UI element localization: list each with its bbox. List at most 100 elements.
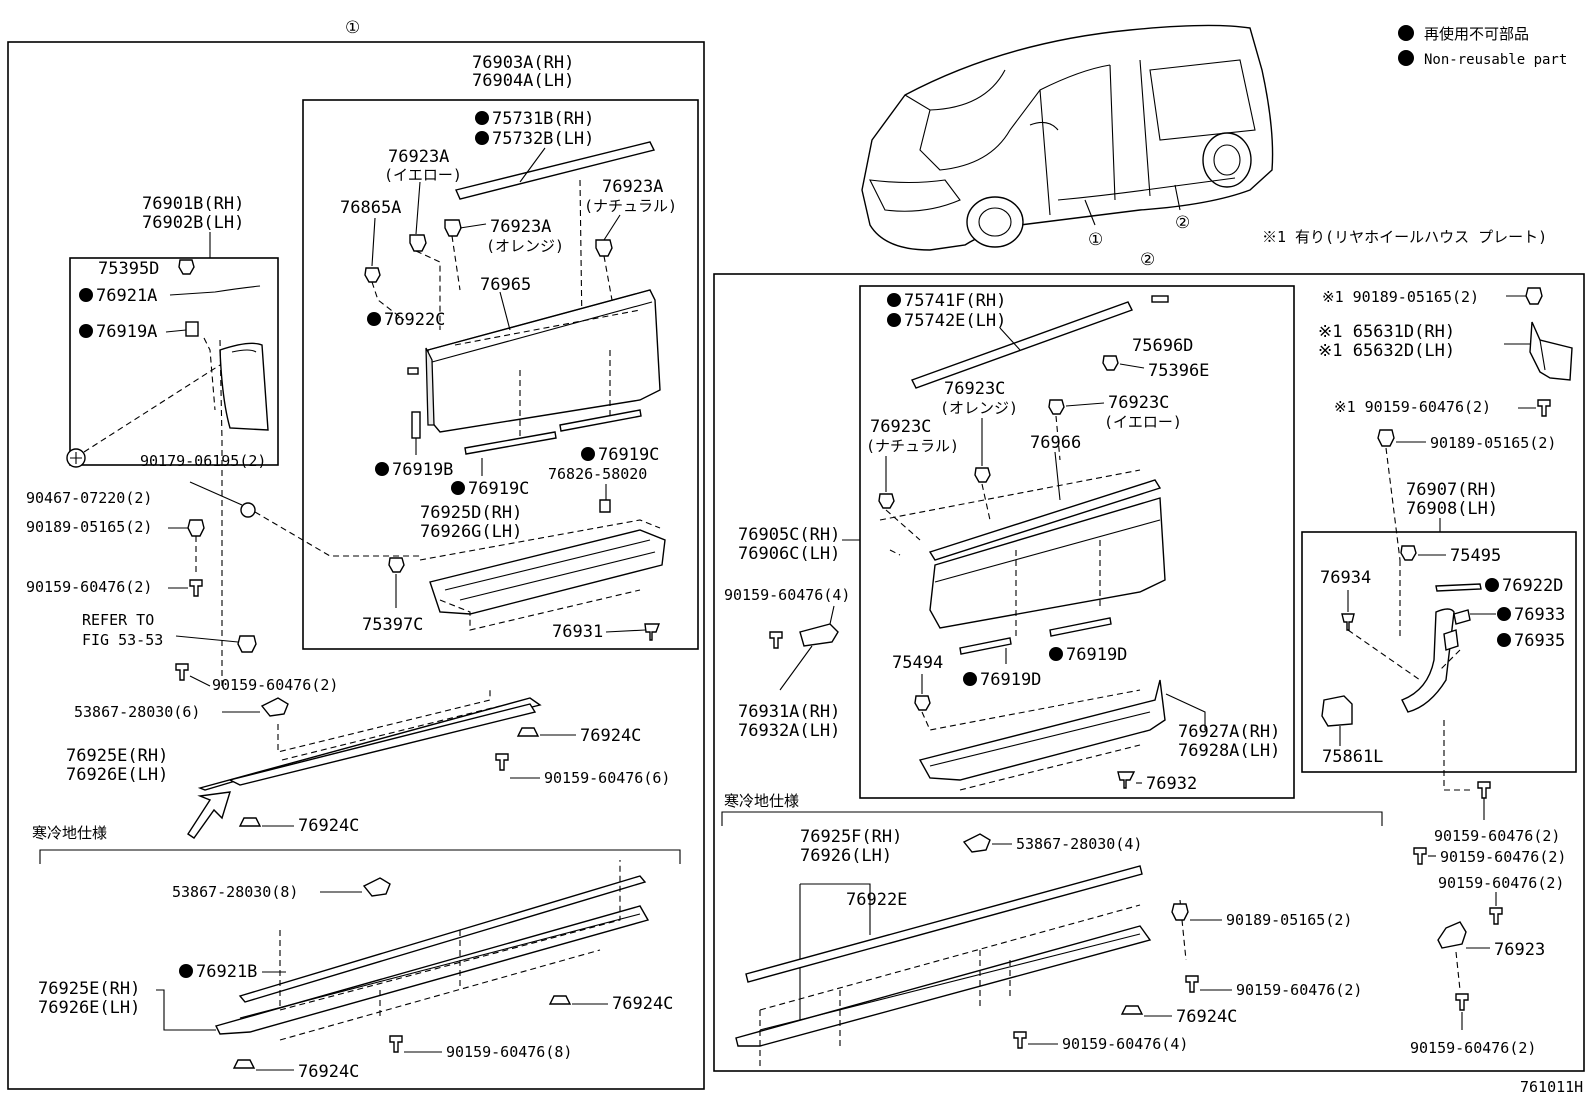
label-r75495: 75495 (1450, 546, 1501, 566)
label-90189-2: 90189-05165(2) (1226, 911, 1352, 929)
cold-spec-right: 寒冷地仕様 (724, 792, 799, 810)
label-76919C-1: 76919C (468, 479, 529, 499)
group1-frame (7, 41, 705, 1090)
label-90159-d: 90159-60476(8) (446, 1043, 572, 1061)
color-yellow-2: (イエロー) (1104, 413, 1182, 431)
legend-jp: 再使用不可部品 (1424, 25, 1529, 43)
label-76928A: 76928A(LH) (1178, 741, 1280, 761)
label-76926E-b: 76926E(LH) (38, 998, 140, 1018)
label-76925E-a: 76925E(RH) (66, 746, 168, 766)
label-76923C-orange: 76923C (944, 379, 1005, 399)
vehicle-illustration: ① ② (861, 24, 1274, 251)
refer-to: REFER TO (82, 611, 154, 629)
label-76923A-natural: 76923A (602, 177, 663, 197)
label-r75861L: 75861L (1322, 747, 1383, 767)
note-rear-plate: ※1 有り(リヤホイールハウス プレート) (1262, 228, 1547, 246)
label-76919B: 76919B (392, 460, 453, 480)
label-76922E: 76922E (846, 890, 907, 910)
label-76923A-orange: 76923A (490, 217, 551, 237)
label-76922C: 76922C (384, 310, 445, 330)
label-75741F: 75741F(RH) (904, 291, 1006, 311)
label-76919D-2: 76919D (1066, 645, 1127, 665)
label-r65631D: ※1 65631D(RH) (1318, 322, 1455, 342)
label-53867-a: 53867-28030(6) (74, 703, 200, 721)
label-76923C-yellow: 76923C (1108, 393, 1169, 413)
label-76923A-yellow: 76923A (388, 147, 449, 167)
color-natural: (ナチュラル) (584, 197, 677, 215)
label-76925F: 76925F(RH) (800, 827, 902, 847)
label-53867-c: 53867-28030(4) (1016, 835, 1142, 853)
legend: 再使用不可部品 Non-reusable part (1398, 25, 1567, 68)
label-r76922D: 76922D (1502, 576, 1563, 596)
label-76904A: 76904A(LH) (472, 71, 574, 91)
refer-fig: FIG 53-53 (82, 631, 163, 649)
group1-callout: ① (345, 18, 360, 38)
car-callout-two: ② (1175, 213, 1190, 233)
label-76826: 76826-58020 (548, 465, 647, 483)
label-r90159-a: ※1 90159-60476(2) (1334, 398, 1491, 416)
label-76919D-1: 76919D (980, 670, 1041, 690)
label-76924C-a: 76924C (580, 726, 641, 746)
label-76926E-a: 76926E(LH) (66, 765, 168, 785)
group2-callout: ② (1140, 250, 1155, 270)
label-76924C-e: 76924C (1176, 1007, 1237, 1027)
label-76966: 76966 (1030, 433, 1081, 453)
label-r90189-b: 90189-05165(2) (1430, 434, 1556, 452)
label-76905C: 76905C(RH) (738, 525, 840, 545)
group2-frame (713, 273, 1585, 1072)
label-76926G: 76926G(LH) (420, 522, 522, 542)
label-76903A: 76903A(RH) (472, 53, 574, 73)
label-76965: 76965 (480, 275, 531, 295)
label-r65632D: ※1 65632D(LH) (1318, 341, 1455, 361)
label-r90159-b: 90159-60476(2) (1434, 827, 1560, 845)
label-90159-2a: 90159-60476(4) (724, 586, 850, 604)
non-reusable-dot-icon (1398, 50, 1414, 66)
color-yellow: (イエロー) (384, 166, 462, 184)
non-reusable-dot-icon (1398, 25, 1414, 41)
label-r90159-e: 90159-60476(2) (1410, 1039, 1536, 1057)
label-r90189-a: ※1 90189-05165(2) (1322, 288, 1479, 306)
label-76865A: 76865A (340, 198, 401, 218)
label-r90159-d: 90159-60476(2) (1438, 874, 1564, 892)
label-76902B: 76902B(LH) (142, 213, 244, 233)
label-90467: 90467-07220(2) (26, 489, 152, 507)
label-76932A: 76932A(LH) (738, 721, 840, 741)
rear-arch-frame (1301, 531, 1577, 773)
label-r76935: 76935 (1514, 631, 1565, 651)
label-76932: 76932 (1146, 774, 1197, 794)
label-76926: 76926(LH) (800, 846, 892, 866)
label-76919C-2: 76919C (598, 445, 659, 465)
label-75395D: 75395D (98, 259, 159, 279)
drawing-number: 761011H (1520, 1078, 1583, 1096)
label-75397C: 75397C (362, 615, 423, 635)
legend-en: Non-reusable part (1424, 52, 1567, 68)
label-90159-b: 90159-60476(2) (212, 676, 338, 694)
label-90179: 90179-06195(2) (140, 452, 266, 470)
label-r76908: 76908(LH) (1406, 499, 1498, 519)
label-90159-a: 90159-60476(2) (26, 578, 152, 596)
label-76924C-b: 76924C (298, 816, 359, 836)
cold-spec-left: 寒冷地仕様 (32, 824, 107, 842)
color-orange-2: (オレンジ) (940, 399, 1018, 417)
label-r76933: 76933 (1514, 605, 1565, 625)
label-90159-c: 90159-60476(6) (544, 769, 670, 787)
label-75731B: 75731B(RH) (492, 109, 594, 129)
label-r90159-c: 90159-60476(2) (1440, 848, 1566, 866)
label-76924C-c: 76924C (612, 994, 673, 1014)
label-90189: 90189-05165(2) (26, 518, 152, 536)
label-76906C: 76906C(LH) (738, 544, 840, 564)
label-76925E-b: 76925E(RH) (38, 979, 140, 999)
label-r76934: 76934 (1320, 568, 1371, 588)
label-75732B: 75732B(LH) (492, 129, 594, 149)
label-53867-b: 53867-28030(8) (172, 883, 298, 901)
label-76919A: 76919A (96, 322, 157, 342)
wheel-arch-frame (69, 257, 279, 466)
label-90159-2b: 90159-60476(2) (1236, 981, 1362, 999)
label-76927A: 76927A(RH) (1178, 722, 1280, 742)
label-76931: 76931 (552, 622, 603, 642)
label-r76907: 76907(RH) (1406, 480, 1498, 500)
label-90159-2c: 90159-60476(4) (1062, 1035, 1188, 1053)
label-76931A: 76931A(RH) (738, 702, 840, 722)
